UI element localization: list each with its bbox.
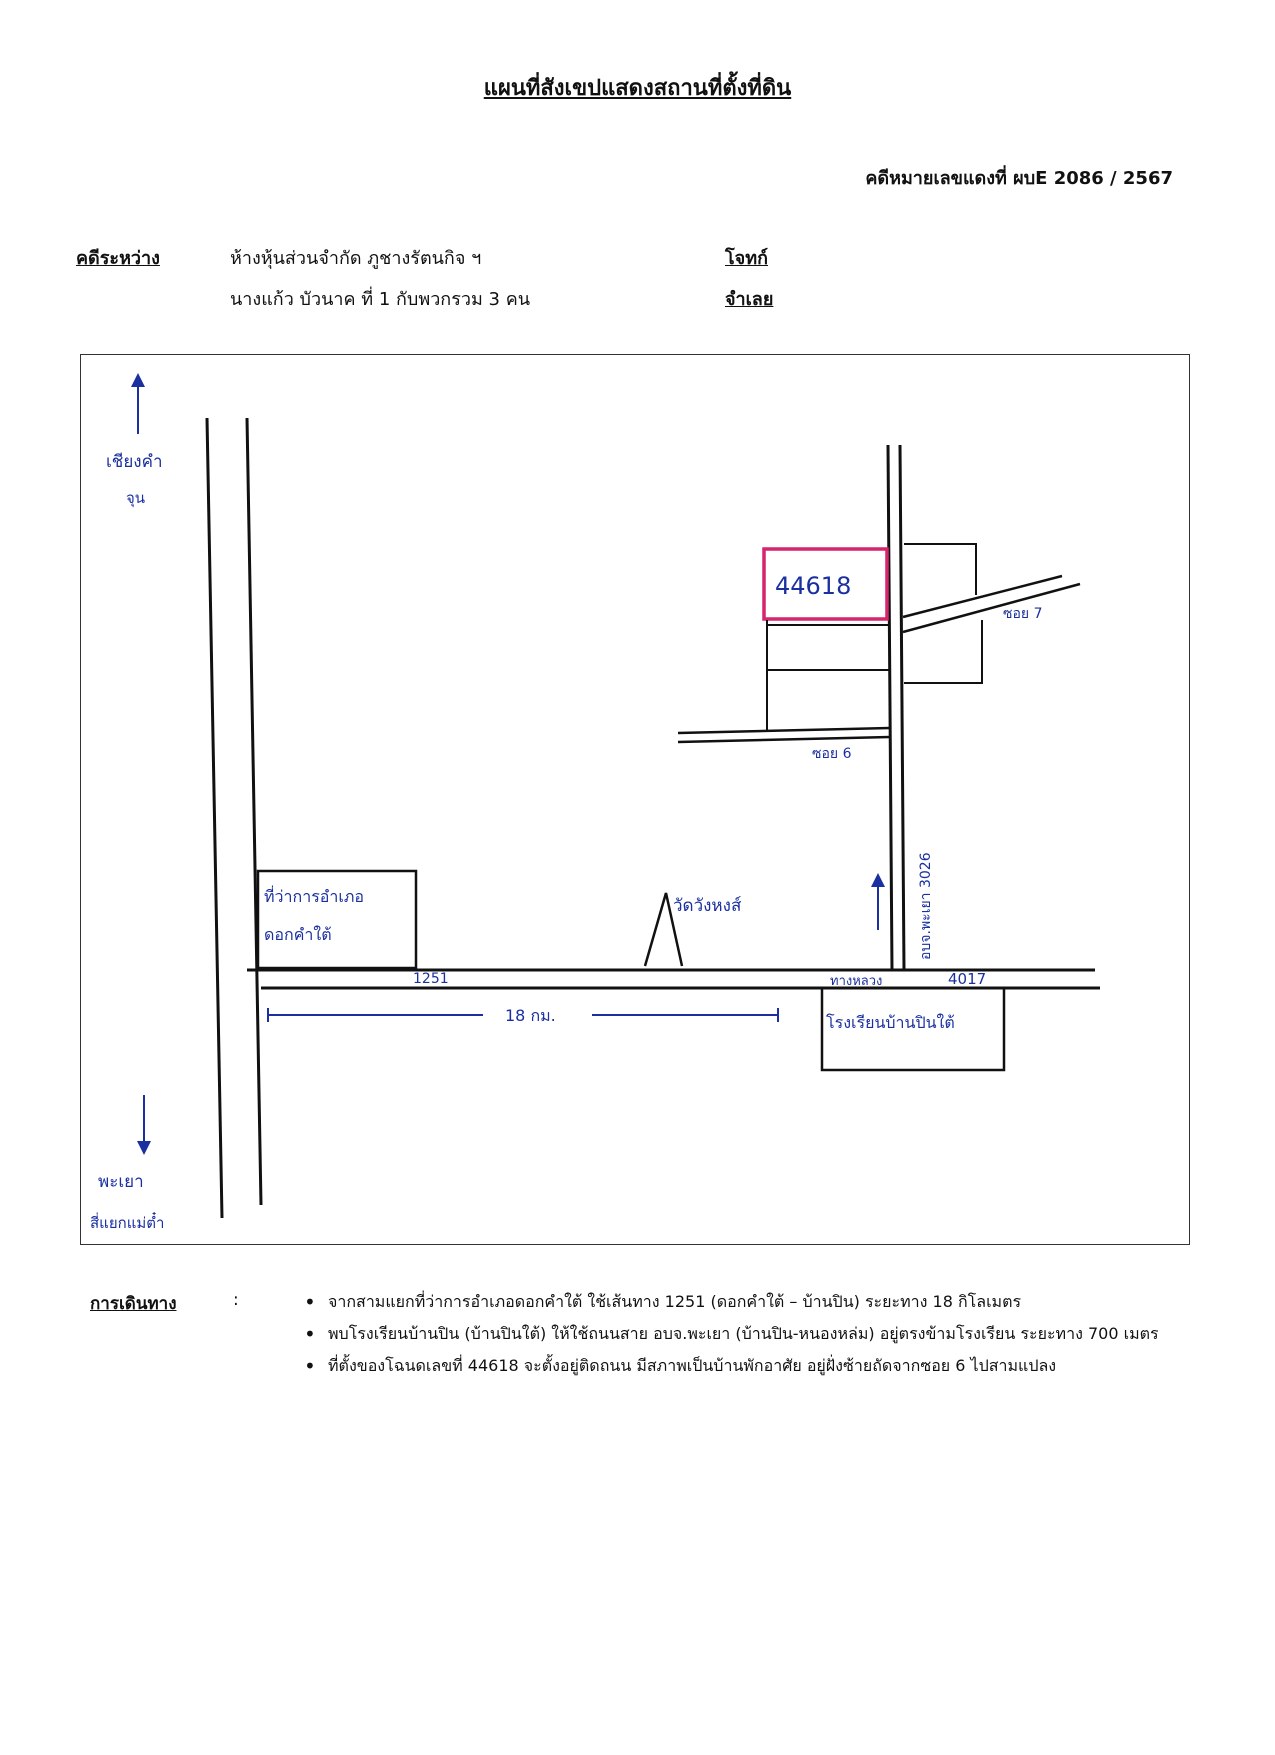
east-parcel-upper (904, 543, 977, 595)
side-road-right-edge (898, 444, 906, 971)
map-frame (80, 354, 1190, 1245)
soi-6-top-edge (677, 726, 891, 735)
north-direction-label: เชียงคำ (106, 452, 163, 472)
district-office-label-2: ดอกคำใต้ (264, 925, 332, 944)
district-office-box (256, 869, 418, 970)
parcel-44618 (762, 547, 889, 621)
page-title: แผนที่สังเขปแสดงสถานที่ตั้งที่ดิน (483, 76, 792, 101)
soi-6-bottom-edge (677, 735, 891, 744)
defendant-role: จำเลย (725, 289, 774, 310)
parties-label: คดีระหว่าง (76, 248, 160, 269)
east-parcel-lower (904, 620, 983, 684)
road-1251-label: 1251 (413, 971, 449, 987)
parcel-number-label: 44618 (775, 572, 851, 600)
temple-marker (643, 892, 684, 967)
soi-7-bottom-edge (902, 582, 1081, 634)
district-office-label-1: ที่ว่าการอำเภอ (264, 885, 364, 906)
direction-step: จากสามแยกที่ว่าการอำเภอดอกคำใต้ ใช้เส้นท… (300, 1286, 1200, 1318)
school-label: โรงเรียนบ้านปินใต้ (826, 1013, 955, 1032)
temple-label: วัดวังหงส์ (673, 896, 742, 916)
road-4017-label: 4017 (948, 970, 986, 988)
main-road-right-edge (245, 417, 263, 1206)
main-road-left-edge (205, 417, 224, 1219)
directions-list: จากสามแยกที่ว่าการอำเภอดอกคำใต้ ใช้เส้นท… (300, 1286, 1200, 1382)
south-direction-label: พะเยา (98, 1172, 144, 1192)
plaintiff-name: ห้างหุ้นส่วนจำกัด ภูชางรัตนกิจ ฯ (230, 248, 482, 269)
distance-label: 18 กม. (505, 1006, 556, 1025)
directions-label: การเดินทาง (90, 1294, 177, 1314)
direction-step: พบโรงเรียนบ้านปิน (บ้านปินใต้) ให้ใช้ถนน… (300, 1318, 1200, 1350)
soi-7-top-edge (902, 574, 1063, 619)
school-box (820, 986, 1006, 1072)
soi-7-label: ซอย 7 (1003, 606, 1042, 622)
case-number: คดีหมายเลขแดงที่ ผบE 2086 / 2567 (865, 168, 1173, 189)
direction-step: ที่ตั้งของโฉนดเลขที่ 44618 จะตั้งอยู่ติด… (300, 1350, 1200, 1382)
south-direction-label-2: สี่แยกแม่ต๋ำ (90, 1211, 164, 1232)
soi-6-label: ซอย 6 (812, 746, 852, 762)
directions-colon: : (233, 1290, 239, 1310)
side-road-label: อบจ.พะเยา 3026 (918, 852, 934, 960)
side-road-left-edge (886, 444, 894, 971)
plaintiff-role: โจทก์ (725, 248, 768, 269)
highway-label: ทางหลวง (830, 974, 882, 989)
north-direction-label-2: จุน (126, 489, 145, 508)
defendant-name: นางแก้ว บัวนาค ที่ 1 กับพวกรวม 3 คน (230, 289, 531, 310)
